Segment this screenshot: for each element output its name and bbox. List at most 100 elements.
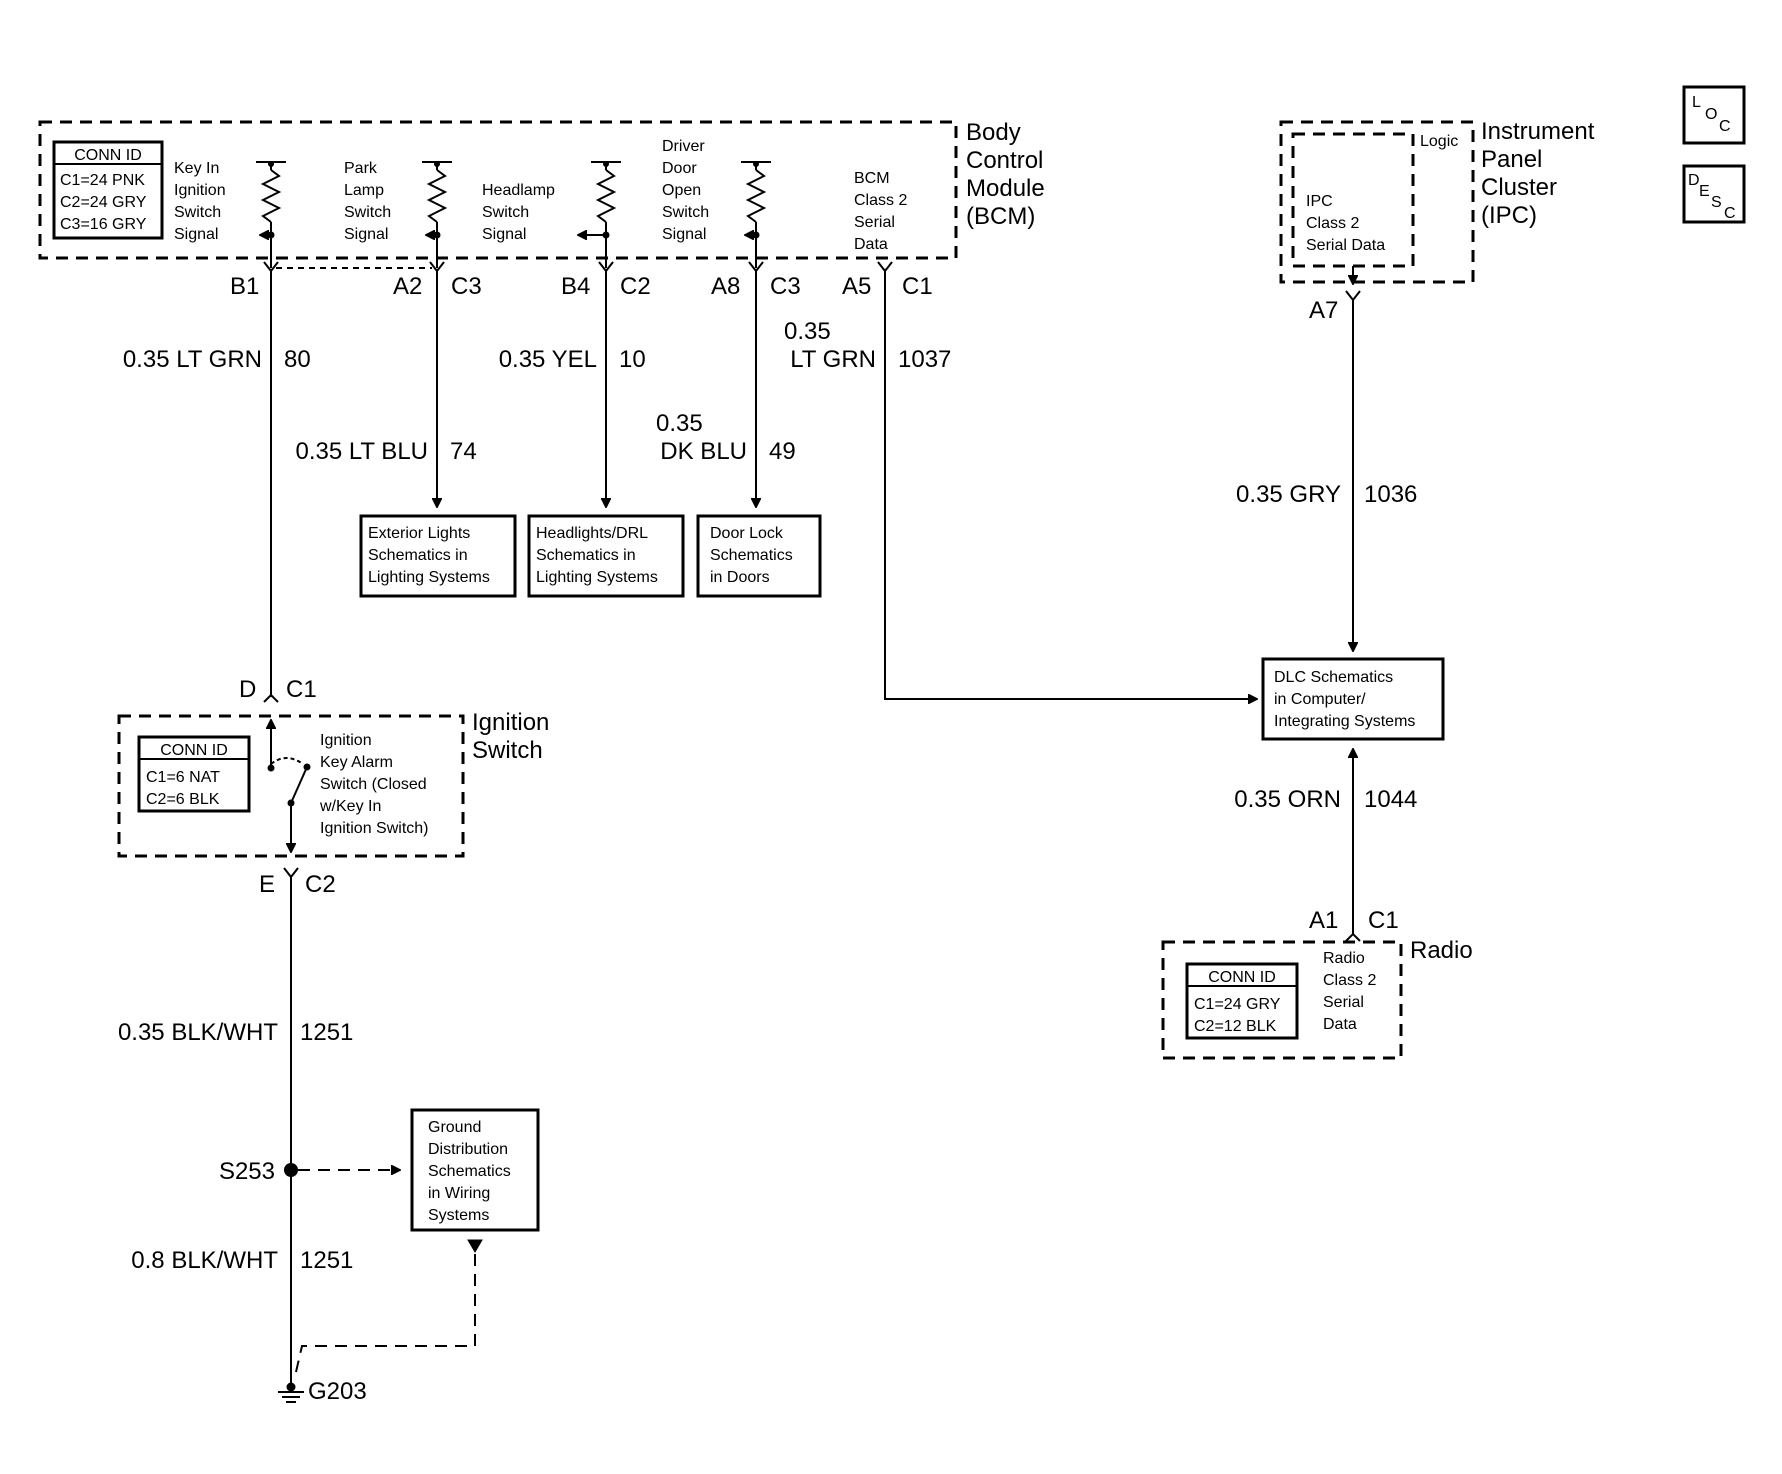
svg-text:Panel: Panel — [1481, 146, 1542, 173]
pin-a5: A5 — [842, 273, 871, 300]
loc-icon[interactable]: L O C — [1682, 85, 1746, 145]
ignition-pin-e-symbol — [283, 867, 299, 879]
wire-10-circuit: 10 — [619, 346, 646, 373]
svg-text:Instrument: Instrument — [1481, 118, 1595, 145]
door-lock-reference[interactable]: Door Lock Schematics in Doors — [696, 514, 822, 598]
wire-1251-upper-circuit: 1251 — [300, 1019, 353, 1046]
svg-text:Schematics: Schematics — [710, 547, 793, 564]
svg-text:Schematics in: Schematics in — [368, 547, 468, 564]
ipc-module: Logic IPC Class 2 Serial Data Instrument… — [1279, 118, 1595, 324]
wire-1036-circuit: 1036 — [1364, 481, 1417, 508]
park-lamp-signal-label: Park Lamp Switch Signal — [344, 160, 391, 243]
svg-text:Driver: Driver — [662, 138, 705, 155]
bcm-pin-symbols — [263, 261, 893, 273]
svg-text:Exterior Lights: Exterior Lights — [368, 525, 470, 542]
exterior-lights-reference[interactable]: Exterior Lights Schematics in Lighting S… — [359, 514, 517, 598]
ipc-class2-signal-label: IPC Class 2 Serial Data — [1306, 193, 1385, 254]
key-in-signal-input-arrow — [260, 161, 275, 239]
dlc-schematics-reference[interactable]: DLC Schematics in Computer/ Integrating … — [1261, 657, 1445, 741]
svg-text:Key In: Key In — [174, 160, 219, 177]
wire-1036-gauge: 0.35 GRY — [1236, 481, 1341, 508]
pin-a7: A7 — [1309, 297, 1338, 324]
svg-text:Lighting Systems: Lighting Systems — [368, 569, 490, 586]
svg-text:Serial Data: Serial Data — [1306, 237, 1385, 254]
svg-text:Serial: Serial — [854, 214, 895, 231]
wire-1251-lower-circuit: 1251 — [300, 1247, 353, 1274]
svg-text:Signal: Signal — [482, 226, 526, 243]
svg-text:Key Alarm: Key Alarm — [320, 754, 393, 771]
wire-80-gauge: 0.35 LT GRN — [123, 346, 262, 373]
wire-1037 — [884, 271, 1257, 699]
svg-text:Open: Open — [662, 182, 701, 199]
wire-1037-gauge-line2: LT GRN — [790, 346, 876, 373]
svg-text:Headlights/DRL: Headlights/DRL — [536, 525, 648, 542]
svg-text:w/Key In: w/Key In — [319, 798, 381, 815]
svg-text:Switch: Switch — [344, 204, 391, 221]
svg-text:Distribution: Distribution — [428, 1141, 508, 1158]
svg-text:Ignition Switch): Ignition Switch) — [320, 820, 429, 837]
svg-text:Class 2: Class 2 — [1323, 972, 1376, 989]
ignition-conn-id-box: CONN ID C1=6 NAT C2=6 BLK — [137, 735, 251, 813]
svg-text:(BCM): (BCM) — [966, 203, 1035, 230]
pin-c1: C1 — [902, 273, 933, 300]
svg-text:Schematics: Schematics — [428, 1163, 511, 1180]
svg-text:Serial: Serial — [1323, 994, 1364, 1011]
wire-49-gauge-line1: 0.35 — [656, 410, 703, 437]
svg-text:Ignition: Ignition — [320, 732, 372, 749]
bcm-outline — [38, 120, 958, 260]
ground-distribution-reference[interactable]: Ground Distribution Schematics in Wiring… — [410, 1108, 540, 1232]
pin-c2: C2 — [620, 273, 651, 300]
bcm-conn-id-row: C1=24 PNK — [60, 172, 145, 189]
svg-text:Systems: Systems — [428, 1207, 489, 1224]
key-alarm-switch-label: Ignition Key Alarm Switch (Closed w/Key … — [319, 732, 429, 837]
park-lamp-signal-input-arrow — [426, 161, 441, 239]
wire-74-circuit: 74 — [450, 438, 477, 465]
bcm-module: Body Control Module (BCM) CONN ID C1=24 … — [38, 119, 1045, 269]
radio-conn-id-row: C1=24 GRY — [1194, 996, 1281, 1013]
ipc-logic-label: Logic — [1420, 133, 1458, 150]
pin-c1: C1 — [286, 676, 317, 703]
pin-b1: B1 — [230, 273, 259, 300]
door-open-pullup-resistor — [741, 161, 771, 268]
pin-b4: B4 — [561, 273, 590, 300]
svg-text:C: C — [1724, 205, 1736, 222]
svg-text:in Doors: in Doors — [710, 569, 770, 586]
svg-text:DLC Schematics: DLC Schematics — [1274, 669, 1393, 686]
radio-conn-id-title: CONN ID — [1208, 969, 1276, 986]
svg-text:Signal: Signal — [344, 226, 388, 243]
svg-text:Switch: Switch — [472, 737, 543, 764]
svg-text:Ignition: Ignition — [174, 182, 226, 199]
svg-text:IPC: IPC — [1306, 193, 1333, 210]
headlights-drl-reference[interactable]: Headlights/DRL Schematics in Lighting Sy… — [527, 514, 685, 598]
svg-text:(IPC): (IPC) — [1481, 202, 1537, 229]
bcm-class2-signal-label: BCM Class 2 Serial Data — [854, 170, 907, 253]
wire-1044-circuit: 1044 — [1364, 786, 1417, 813]
svg-text:Radio: Radio — [1323, 950, 1365, 967]
door-open-signal-input-arrow — [745, 161, 760, 239]
radio-conn-id-row: C2=12 BLK — [1194, 1018, 1277, 1035]
bcm-title: Body Control Module (BCM) — [966, 119, 1045, 230]
svg-text:Switch: Switch — [174, 204, 221, 221]
svg-text:Signal: Signal — [662, 226, 706, 243]
svg-text:Signal: Signal — [174, 226, 218, 243]
door-open-signal-label: Driver Door Open Switch Signal — [662, 138, 709, 243]
headlamp-signal-label: Headlamp Switch Signal — [482, 182, 555, 243]
headlamp-pullup-resistor — [591, 161, 621, 268]
svg-text:Switch: Switch — [482, 204, 529, 221]
headlamp-signal-input-arrow — [578, 161, 610, 239]
ipc-pin-a7-symbol — [1345, 290, 1361, 302]
ground-g203-symbol — [278, 1382, 304, 1403]
ignition-pin-d-symbol — [263, 693, 279, 703]
svg-text:Headlamp: Headlamp — [482, 182, 555, 199]
wire-1044-gauge: 0.35 ORN — [1234, 786, 1341, 813]
svg-text:O: O — [1705, 106, 1717, 123]
svg-text:Data: Data — [854, 236, 888, 253]
key-in-signal-label: Key In Ignition Switch Signal — [174, 160, 226, 243]
svg-text:Class 2: Class 2 — [1306, 215, 1359, 232]
svg-text:D: D — [1688, 172, 1700, 189]
svg-text:E: E — [1699, 183, 1710, 200]
ignition-switch-title: Ignition Switch — [472, 709, 549, 764]
ignition-switch-outline — [117, 714, 465, 858]
desc-icon[interactable]: D E S C — [1682, 164, 1746, 224]
wire-1251-upper-gauge: 0.35 BLK/WHT — [118, 1019, 278, 1046]
